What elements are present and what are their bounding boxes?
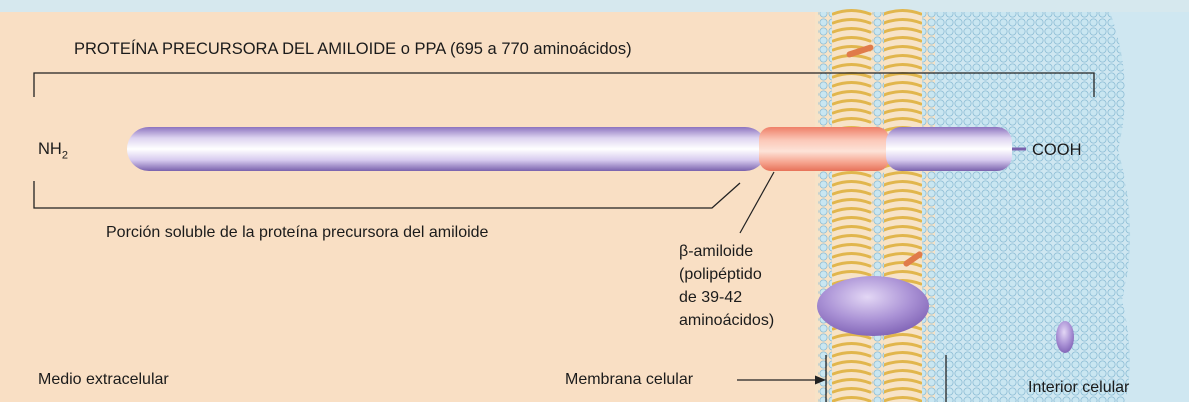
cooh-label: COOH <box>1032 141 1082 159</box>
beta-amyloid-pointer <box>739 171 775 234</box>
soluble-portion-label: Porción soluble de la proteína precursor… <box>106 224 489 241</box>
membrane-lipid-marker <box>846 44 874 58</box>
intracellular-segment <box>886 127 1012 171</box>
beta-amyloid-label: β-amiloide (polipéptido de 39-42 aminoác… <box>679 240 774 332</box>
beta-amyloid-line-1: β-amiloide <box>679 243 754 260</box>
diagram-title: PROTEÍNA PRECURSORA DEL AMILOIDE o PPA (… <box>74 40 632 58</box>
cell-membrane <box>815 9 936 402</box>
soluble-portion-bracket <box>33 181 741 209</box>
beta-amyloid-line-3: de 39-42 <box>679 289 743 306</box>
membrane-pointer-arrowhead <box>815 375 826 385</box>
extracellular-region <box>0 12 830 402</box>
extracellular-label: Medio extracelular <box>38 371 169 388</box>
beta-amyloid-line-4: aminoácidos) <box>679 312 775 329</box>
cytoplasm-dots <box>930 12 1110 402</box>
nh2-subscript: 2 <box>61 149 68 162</box>
membrane-protein <box>817 276 929 336</box>
beta-amyloid-segment <box>759 127 889 171</box>
interior-label: Interior celular <box>1028 379 1130 396</box>
precursor-protein <box>127 127 1026 171</box>
soluble-segment <box>127 127 767 171</box>
full-length-bracket <box>33 72 1095 97</box>
nh2-label: NH2 <box>38 139 68 162</box>
cytoplasmic-protein <box>1056 321 1074 353</box>
membrane-lipid-marker <box>903 251 923 267</box>
membrane-label: Membrana celular <box>565 371 694 388</box>
nh2-text: NH <box>38 140 62 158</box>
beta-amyloid-line-2: (polipéptido <box>679 266 762 283</box>
